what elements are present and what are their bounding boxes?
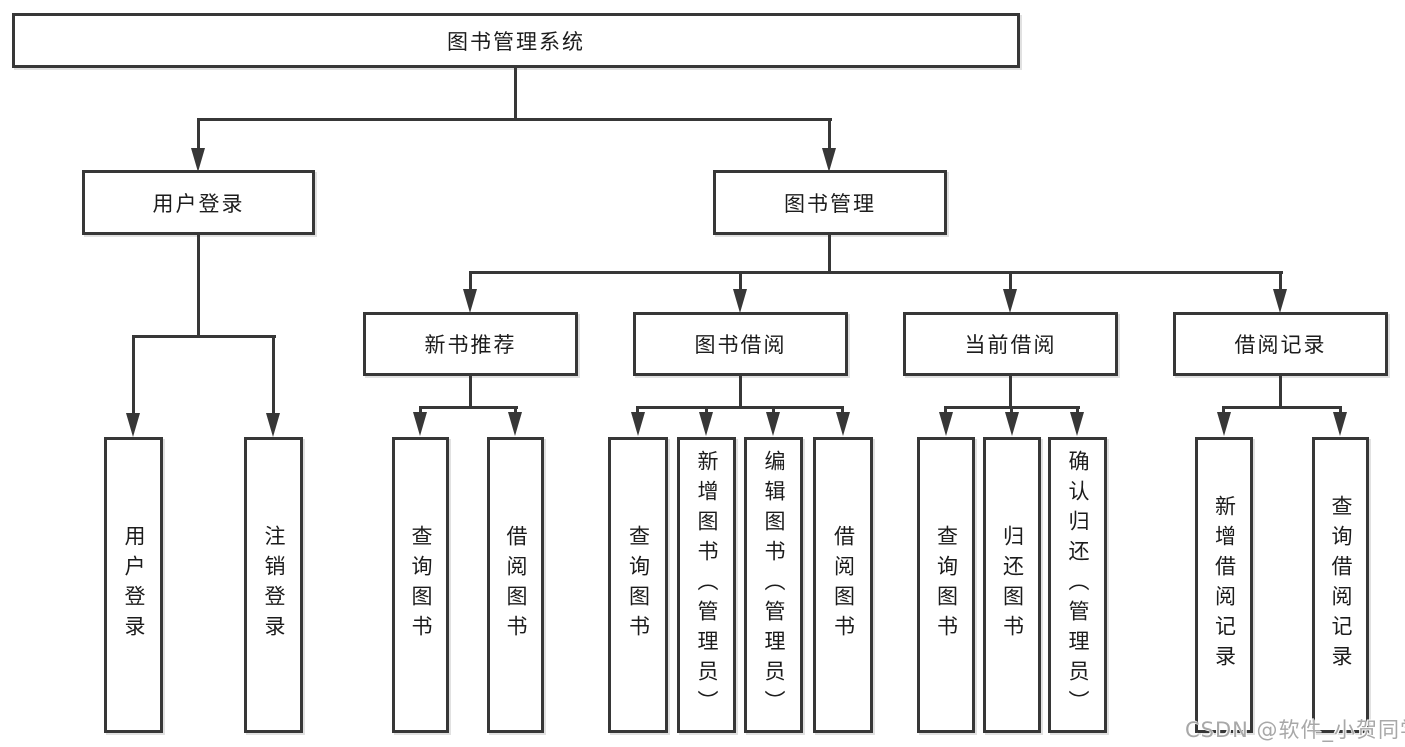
connector-line: [1279, 376, 1282, 407]
node-new-book-recommend: 新书推荐: [363, 312, 578, 376]
connector-line: [705, 406, 708, 416]
connector-line: [1339, 406, 1342, 416]
arrow-down-icon: [699, 412, 713, 436]
arrow-down-icon: [1217, 412, 1231, 436]
connector-line: [1009, 271, 1012, 292]
connector-line: [1009, 376, 1012, 407]
connector-line: [514, 406, 517, 416]
connector-line: [828, 118, 831, 150]
connector-line: [419, 406, 422, 416]
node-borrow-records: 借阅记录: [1173, 312, 1388, 376]
arrow-down-icon: [733, 289, 747, 313]
connector-line: [469, 271, 472, 292]
node-root: 图书管理系统: [12, 13, 1020, 68]
arrow-down-icon: [766, 412, 780, 436]
arrow-down-icon: [939, 412, 953, 436]
connector-line: [1279, 271, 1282, 292]
connector-line: [197, 235, 200, 335]
connector-line: [636, 406, 844, 409]
arrow-down-icon: [413, 412, 427, 436]
leaf-query-books-borrow: 查询图书: [608, 437, 668, 733]
leaf-return-books: 归还图书: [983, 437, 1041, 733]
arrow-down-icon: [463, 289, 477, 313]
leaf-query-books-recommend: 查询图书: [392, 437, 449, 733]
leaf-query-borrow-record: 查询借阅记录: [1312, 437, 1369, 733]
watermark: CSDN @软件_小贺同学: [1185, 718, 1405, 742]
connector-line: [132, 335, 135, 415]
connector-line: [841, 406, 844, 416]
connector-line: [1222, 406, 1225, 416]
connector-line: [132, 335, 276, 338]
connector-line: [636, 406, 639, 416]
leaf-query-books-current: 查询图书: [917, 437, 975, 733]
connector-line: [514, 68, 517, 118]
arrow-down-icon: [1005, 412, 1019, 436]
leaf-confirm-return-admin: 确认归还（管理员）: [1048, 437, 1107, 733]
connector-line: [1010, 406, 1013, 416]
connector-line: [419, 406, 518, 409]
connector-line: [197, 118, 200, 150]
connector-line: [469, 271, 1283, 274]
connector-line: [469, 376, 472, 407]
arrow-down-icon: [836, 412, 850, 436]
connector-line: [739, 271, 742, 292]
connector-line: [197, 118, 832, 121]
arrow-down-icon: [126, 413, 140, 437]
arrow-down-icon: [631, 412, 645, 436]
node-user-login: 用户登录: [82, 170, 315, 235]
connector-line: [272, 335, 275, 415]
node-current-borrow: 当前借阅: [903, 312, 1118, 376]
leaf-add-books-admin: 新增图书（管理员）: [677, 437, 736, 733]
connector-line: [739, 376, 742, 407]
connector-line: [772, 406, 775, 416]
arrow-down-icon: [1273, 289, 1287, 313]
arrow-down-icon: [822, 148, 836, 172]
arrow-down-icon: [266, 413, 280, 437]
arrow-down-icon: [1070, 412, 1084, 436]
arrow-down-icon: [508, 412, 522, 436]
arrow-down-icon: [1003, 289, 1017, 313]
arrow-down-icon: [191, 148, 205, 172]
node-book-management: 图书管理: [713, 170, 947, 235]
leaf-borrow-books: 借阅图书: [813, 437, 873, 733]
connector-line: [828, 235, 831, 274]
leaf-add-borrow-record: 新增借阅记录: [1195, 437, 1253, 733]
connector-line: [944, 406, 947, 416]
connector-line: [1076, 406, 1079, 416]
leaf-logout: 注销登录: [244, 437, 303, 733]
arrow-down-icon: [1333, 412, 1347, 436]
leaf-borrow-books-recommend: 借阅图书: [487, 437, 544, 733]
leaf-edit-books-admin: 编辑图书（管理员）: [744, 437, 803, 733]
node-book-borrow: 图书借阅: [633, 312, 848, 376]
connector-line: [1222, 406, 1342, 409]
leaf-user-login: 用户登录: [104, 437, 163, 733]
